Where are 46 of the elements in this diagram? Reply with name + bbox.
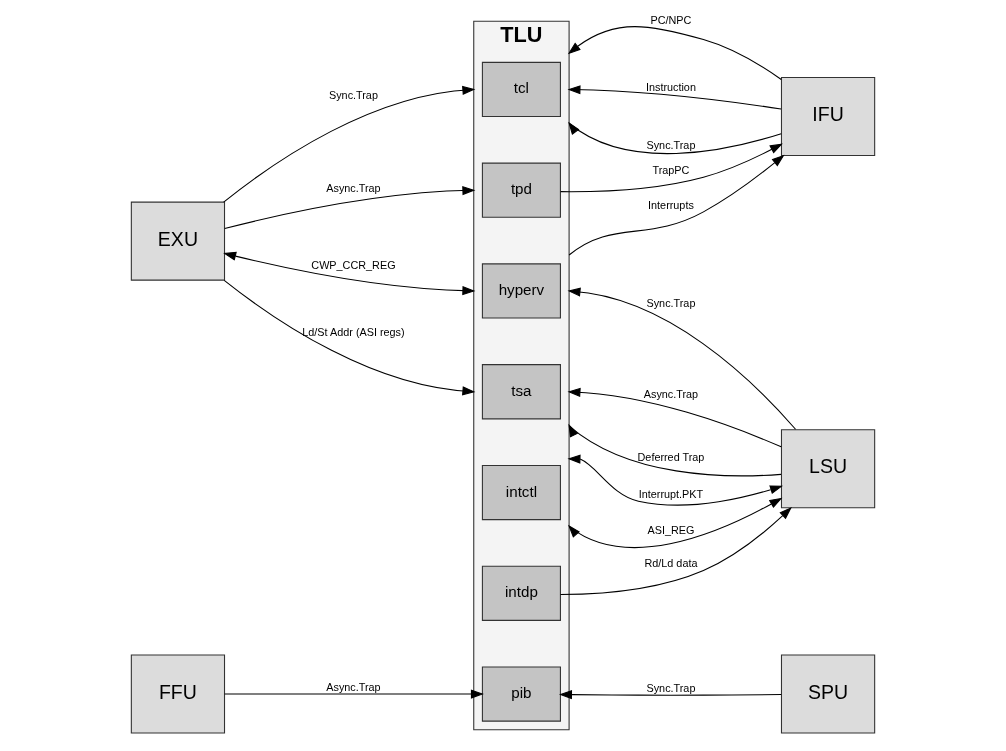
arrow bbox=[567, 85, 782, 110]
edge-label: TrapPC bbox=[652, 163, 690, 176]
node-box: pib bbox=[481, 666, 561, 722]
edge-label: ASI_REG bbox=[647, 523, 695, 536]
edge-label: Sync.Trap bbox=[646, 297, 696, 310]
arrow bbox=[560, 143, 783, 193]
node-box: intdp bbox=[481, 565, 561, 621]
arrow bbox=[223, 85, 476, 203]
edge-label: PC/NPC bbox=[650, 14, 692, 27]
node-box: LSU bbox=[780, 429, 876, 509]
node-box: IFU bbox=[780, 76, 876, 157]
arrow bbox=[567, 26, 782, 81]
arrow bbox=[567, 454, 783, 506]
arrow bbox=[223, 279, 476, 396]
edge-label: Ld/St Addr (ASI regs) bbox=[302, 326, 405, 339]
node-box: hyperv bbox=[481, 263, 561, 319]
arrow bbox=[559, 690, 782, 700]
node-box: SPU bbox=[780, 654, 876, 734]
arrow bbox=[224, 186, 476, 230]
edge-label: Sync.Trap bbox=[646, 139, 696, 152]
arrow bbox=[567, 287, 797, 430]
arrow bbox=[568, 121, 782, 154]
edge-label: Instruction bbox=[645, 80, 696, 93]
arrow bbox=[568, 423, 782, 477]
arrow bbox=[568, 497, 783, 549]
edge-label: Sync.Trap bbox=[328, 89, 378, 102]
edge-label: Async.Trap bbox=[326, 182, 381, 195]
edge-label: Interrupt.PKT bbox=[638, 487, 704, 500]
edge-label: Rd/Ld data bbox=[644, 557, 698, 570]
edge-label: CWP_CCR_REG bbox=[311, 259, 396, 272]
arrow bbox=[567, 387, 782, 448]
edge-label: Interrupts bbox=[648, 198, 694, 211]
node-box: tpd bbox=[481, 162, 561, 218]
arrow bbox=[224, 689, 484, 699]
node-box: tsa bbox=[481, 364, 561, 420]
edge-label: Async.Trap bbox=[643, 388, 699, 401]
node-box: intctl bbox=[481, 464, 561, 521]
edge-label: Sync.Trap bbox=[646, 681, 696, 694]
arrow bbox=[223, 251, 476, 296]
arrow bbox=[559, 506, 792, 596]
node-box: FFU bbox=[130, 654, 226, 734]
edge-label: Async.Trap bbox=[326, 680, 381, 693]
node-box: EXU bbox=[130, 201, 226, 281]
arrow bbox=[568, 154, 785, 256]
node-box: tcl bbox=[481, 61, 561, 118]
edge-label: Deferred Trap bbox=[637, 451, 705, 464]
